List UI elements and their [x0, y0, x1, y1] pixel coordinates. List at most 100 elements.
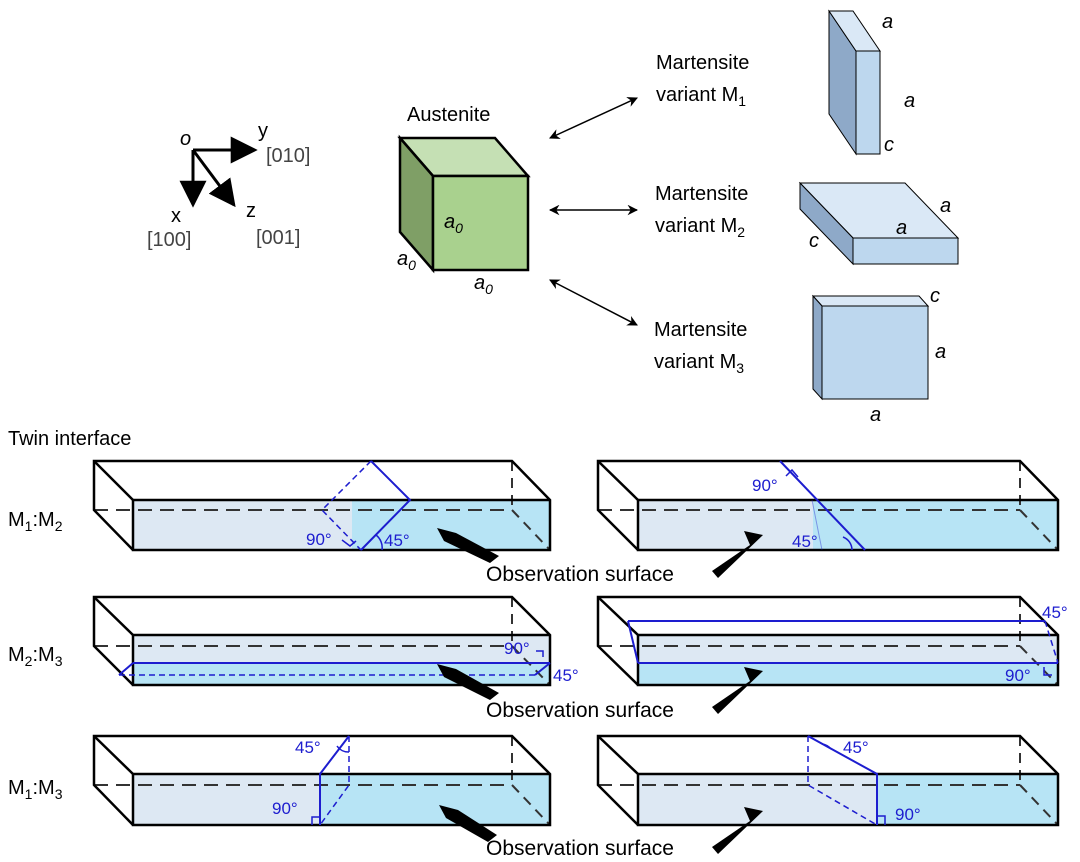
m2-edge-front: a [896, 217, 907, 239]
martensite-variant-m3: Martensite variant M3 c a a [654, 285, 946, 426]
row3-label: M1:M3 [8, 777, 63, 802]
m3-front-face [821, 305, 929, 400]
twin-interface-heading: Twin interface [8, 428, 131, 450]
angle-45-label: 45° [295, 738, 321, 757]
plate-front-light [638, 774, 877, 825]
y-direction-label: [010] [266, 145, 310, 167]
angle-45-label: 45° [843, 738, 869, 757]
austenite-edge-bottom: a0 [474, 272, 493, 297]
origin-label: o [180, 128, 191, 150]
row1-label: M1:M2 [8, 509, 63, 534]
m1-edge-right: a [904, 90, 915, 112]
right-angle-mark [536, 650, 544, 657]
m2-label-line1: Martensite [655, 183, 748, 205]
row2-label: M2:M3 [8, 644, 63, 669]
row2-observation: Observation surface [437, 664, 763, 722]
row1-left-plate: 45° 90° [92, 459, 552, 552]
twin-plane-dashed [320, 460, 372, 551]
row1-observation: Observation surface [437, 528, 763, 586]
angle-arc-45 [336, 745, 350, 753]
plate-front-cyan [877, 774, 1058, 825]
plate-outline [92, 734, 552, 827]
plate-edge-top-left [93, 596, 134, 636]
hidden-edge-diagonal [511, 509, 551, 551]
z-axis-label: z [246, 200, 256, 222]
row2-right-plate: 45° 90° [596, 595, 1068, 687]
angle-90-label: 90° [752, 476, 778, 495]
right-angle-mark [877, 815, 886, 825]
z-axis-arrow [191, 149, 236, 208]
martensite-variant-m1: Martensite variant M1 a a c [656, 9, 915, 156]
plate-front-cyan [352, 500, 550, 550]
austenite-front-face [431, 174, 530, 272]
right-angle-mark [1043, 667, 1052, 676]
observation-arrow-left [439, 805, 497, 842]
z-direction-label: [001] [256, 227, 300, 249]
twin-plane-solid [779, 460, 866, 551]
angle-arc-45 [375, 534, 383, 551]
plate-outline [92, 595, 552, 687]
hidden-edge-diagonal [511, 784, 551, 826]
plate-front-light [133, 635, 550, 663]
twin-plane-right [534, 662, 551, 676]
observation-arrow-left [437, 528, 499, 563]
row2-left-plate: 90° 45° [92, 595, 579, 687]
twin-plane-left [627, 620, 639, 664]
m3-top-face [811, 295, 930, 307]
right-angle-mark [785, 468, 799, 478]
x-direction-label: [100] [147, 229, 191, 251]
right-angle-mark [341, 539, 357, 547]
m3-edge-bottom: a [870, 404, 881, 426]
arrow-to-m1 [549, 97, 638, 139]
observation-surface-label: Observation surface [486, 563, 674, 586]
observation-arrow-right [712, 667, 763, 714]
plate-front-cyan [320, 774, 550, 825]
plate-edge-top-left [597, 460, 639, 501]
angle-arc-45 [842, 536, 853, 551]
austenite-cube: Austenite a0 a0 a0 [397, 104, 531, 297]
plate-front-light [638, 635, 1058, 663]
row3-right-plate: 45° 90° [596, 734, 1060, 827]
hidden-edge-diagonal [511, 645, 551, 686]
coordinate-axes: o y [010] x [100] z [001] [147, 120, 310, 251]
observation-arrow-left [437, 664, 499, 700]
plate-edge-top-left [93, 460, 134, 501]
austenite-edge-side: a0 [397, 248, 416, 273]
angle-arc-45 [821, 743, 832, 750]
martensite-variant-m2: Martensite variant M2 a a c [655, 181, 960, 266]
plate-edge-top-left [93, 735, 134, 775]
plate-outline [596, 734, 1060, 827]
twin-plane-left [118, 662, 134, 676]
right-angle-mark [311, 816, 320, 825]
twin-plane-right [1044, 620, 1059, 664]
plate-front-cyan [638, 663, 1058, 685]
plate-edge-top-left [597, 735, 639, 775]
twin-plane-solid [360, 460, 412, 551]
angle-45-label: 45° [792, 532, 818, 551]
observation-surface-label: Observation surface [486, 837, 674, 860]
m2-label-line2: variant M2 [655, 215, 745, 240]
plate-front-light [133, 774, 320, 825]
angle-90-label: 90° [504, 639, 530, 658]
m1-edge-top: a [882, 11, 893, 33]
twin-plane-edge [811, 499, 823, 551]
m3-label-line2: variant M3 [654, 351, 744, 376]
m2-edge-back: a [940, 195, 951, 217]
x-axis-label: x [171, 205, 181, 227]
angle-90-label: 90° [272, 799, 298, 818]
angle-90-label: 90° [895, 805, 921, 824]
twin-plane-dashed [807, 736, 878, 826]
m3-label-line1: Martensite [654, 319, 747, 341]
angle-90-label: 90° [306, 530, 332, 549]
m1-label-line2: variant M1 [656, 84, 746, 109]
hidden-edge-diagonal [1019, 509, 1059, 551]
m2-edge-side: c [809, 230, 819, 252]
angle-45-label: 45° [1042, 603, 1068, 622]
plate-front-light [133, 500, 352, 550]
hidden-edge-diagonal [1019, 645, 1059, 686]
m3-edge-top: c [930, 285, 940, 307]
twin-plane-dashed [319, 736, 350, 826]
m3-edge-right: a [935, 341, 946, 363]
arrow-to-m3 [549, 279, 638, 326]
